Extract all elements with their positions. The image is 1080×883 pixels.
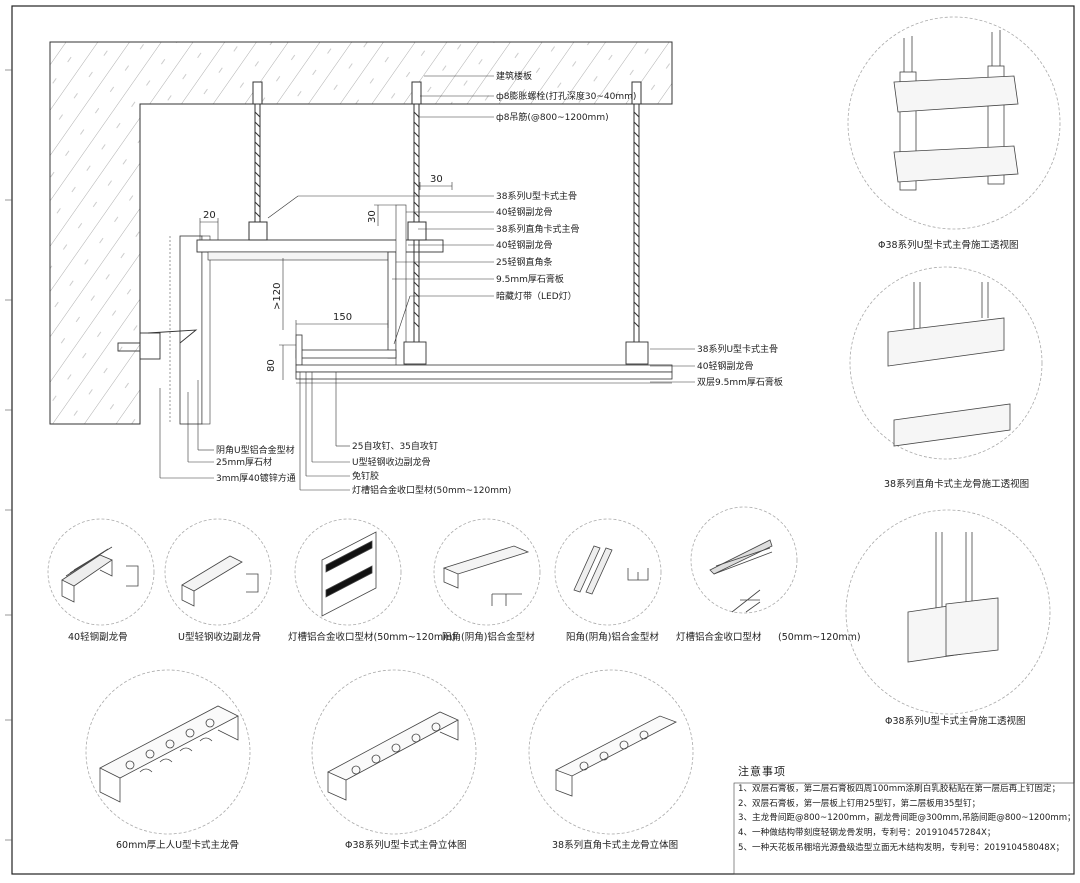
keel-u-60 (85, 669, 251, 835)
keel-right-angle-38 (528, 669, 694, 835)
caption-light-trough-a: 灯槽铝合金收口型材 (676, 631, 762, 643)
hanger-rod-1 (248, 81, 268, 241)
component-u-edge-keel (164, 518, 272, 626)
label-right-keel-40: 40轻钢副龙骨 (697, 360, 753, 372)
keel-detail-row (85, 669, 694, 835)
wall-anchor (117, 329, 198, 360)
caption-light-trough-b: (50mm~120mm) (778, 632, 861, 643)
note-item-3: 3、主龙骨间距@800~1200mm，副龙骨间距@300mm,吊筋间距@800~… (738, 813, 1072, 824)
notes-box (733, 782, 1075, 875)
perspective-u-38-a (847, 16, 1061, 230)
label-screws: 25自攻钉、35自攻钉 (352, 440, 438, 452)
perspective-column (845, 16, 1061, 715)
component-light-trough-profile (294, 518, 402, 626)
dim-80: 80 (266, 359, 277, 372)
caption-keel-right-angle-38: 38系列直角卡式主龙骨立体图 (552, 839, 678, 851)
label-gypsum-board: 9.5mm厚石膏板 (496, 273, 564, 285)
label-floor-slab: 建筑楼板 (496, 70, 532, 82)
label-double-gypsum: 双层9.5mm厚石膏板 (697, 376, 783, 388)
label-square-tube: 3mm厚40镀锌方通 (216, 472, 296, 484)
label-u-main-keel: 38系列U型卡式主骨 (496, 190, 577, 202)
label-right-angle-main: 38系列直角卡式主骨 (496, 223, 579, 235)
caption-perspective-u-38-b: Φ38系列U型卡式主骨施工透视图 (885, 715, 1026, 727)
label-hanger-rod: ф8吊筋(@800~1200mm) (496, 111, 609, 123)
label-expansion-bolt: ф8膨胀螺栓(打孔深度30~40mm) (496, 90, 636, 102)
caption-angle-profile-1: 阳角(阴角)铝合金型材 (442, 631, 535, 643)
notes-title: 注意事项 (738, 765, 786, 778)
caption-keel-u-60: 60mm厚上人U型卡式主龙骨 (116, 839, 239, 851)
note-item-1: 1、双层石膏板，第二层石膏板四周100mm涂刷白乳胶粘贴在第一层后再上钉固定； (738, 783, 1061, 794)
label-u-edge-keel: U型轻钢收边副龙骨 (352, 456, 431, 468)
hanger-rod-2 (407, 81, 427, 342)
leader-lines (159, 75, 695, 491)
dim-120: >120 (272, 283, 283, 310)
component-angle-profile-1 (433, 518, 541, 626)
caption-u-edge-keel: U型轻钢收边副龙骨 (178, 631, 261, 643)
perspective-right-angle-38 (849, 266, 1043, 460)
label-right-u-main-keel: 38系列U型卡式主骨 (697, 343, 778, 355)
caption-perspective-right-angle: 38系列直角卡式主龙骨施工透视图 (884, 478, 1029, 490)
component-light-trough-profile-2 (690, 506, 798, 614)
note-item-2: 2、双层石膏板，第一层板上钉用25型钉，第二层板用35型钉； (738, 798, 981, 809)
label-yin-angle-profile: 阴角U型铝合金型材 (216, 444, 295, 456)
label-keel-40-a: 40轻钢副龙骨 (496, 206, 552, 218)
label-light-trough-profile: 灯槽铝合金收口型材(50mm~120mm) (352, 484, 511, 496)
caption-angle-profile-2: 阳角(阴角)铝合金型材 (566, 631, 659, 643)
caption-keel-40: 40轻钢副龙骨 (68, 631, 128, 643)
hanger-rod-3 (631, 81, 642, 342)
lower-ceiling-board (295, 364, 673, 373)
dim-20: 20 (203, 210, 216, 221)
hanger-rods (248, 81, 642, 342)
caption-perspective-u-38-a: Φ38系列U型卡式主骨施工透视图 (878, 239, 1019, 251)
title-strip (5, 69, 12, 841)
component-detail-row (47, 506, 798, 626)
label-nail-free-glue: 免钉胶 (352, 470, 379, 482)
dim-30-side: 30 (367, 210, 378, 223)
component-angle-profile-2 (554, 518, 662, 626)
perspective-u-38-b (845, 509, 1051, 715)
dimension-lines (199, 182, 453, 380)
keel-u-38 (311, 669, 477, 835)
dim-150: 150 (333, 312, 352, 323)
light-trough (295, 349, 397, 359)
notes-panel: 注意事项 1、双层石膏板，第二层石膏板四周100mm涂刷白乳胶粘贴在第一层后再上… (738, 765, 1072, 873)
caption-keel-u-38: Φ38系列U型卡式主骨立体图 (345, 839, 467, 851)
label-led-strip: 暗藏灯带（LED灯） (496, 290, 577, 302)
note-item-5: 5、一种天花板吊棚培光源叠级造型立面无木结构发明，专利号：20191045804… (738, 842, 1065, 853)
ceiling-section: 30 20 30 >120 150 80 (49, 41, 783, 496)
component-keel-40 (47, 518, 155, 626)
label-stone: 25mm厚石材 (216, 456, 272, 468)
note-item-4: 4、一种做结构带刻度轻钢龙骨发明，专利号：201910457284X； (738, 828, 996, 839)
caption-light-trough-profile: 灯槽铝合金收口型材(50mm~120mm) (288, 631, 456, 643)
label-keel-40-b: 40轻钢副龙骨 (496, 239, 552, 251)
label-angle-strip: 25轻钢直角条 (496, 256, 552, 268)
dim-30-top: 30 (430, 174, 443, 185)
